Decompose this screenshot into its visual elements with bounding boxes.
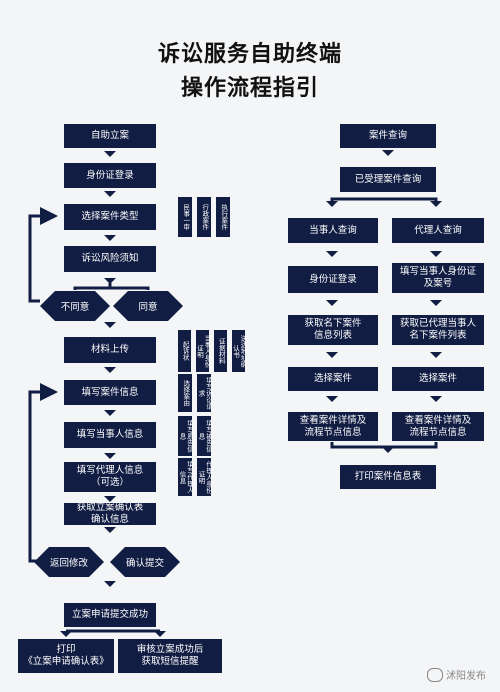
case-type-item: 行政案件 <box>197 197 211 237</box>
view-detail-left-line2: 流程节点信息 <box>304 426 362 438</box>
filed-query-box: 已受理案件查询 <box>340 167 436 192</box>
disagree-label: 不同意 <box>60 302 90 313</box>
view-detail-right-box: 查看案件详情及 流程节点信息 <box>392 412 484 441</box>
party-case-list-line2: 信息列表 <box>313 330 352 341</box>
self-filing-box: 自助立案 <box>64 124 156 148</box>
agent-case-list-line1: 获取已代理当事人 <box>399 318 476 329</box>
view-detail-right-line1: 查看案件详情及 <box>404 414 472 426</box>
select-case-type-box: 选择案件类型 <box>64 204 156 230</box>
disagree-diamond: 不同意 <box>40 291 110 321</box>
view-detail-right-line2: 流程节点信息 <box>409 426 467 438</box>
watermark-text: 沭阳发布 <box>446 671 486 682</box>
select-case-left-box: 选择案件 <box>288 367 378 391</box>
sms-reminder-box: 审核立案成功后 获取短信提醒 <box>118 639 222 673</box>
back-modify-label: 返回修改 <box>49 558 88 569</box>
print-line2: 《立案申请确认表》 <box>23 656 109 667</box>
fill-party-id-line1: 填写当事人身份证 <box>399 266 476 277</box>
get-confirm-line1: 获取立案确认表 <box>76 502 144 513</box>
watermark: 沭阳发布 <box>427 667 486 682</box>
page-subtitle: 操作流程指引 <box>180 76 319 101</box>
case-type-item: 民事一审 <box>178 197 192 237</box>
agent-case-list-line2: 名下案件列表 <box>409 330 467 341</box>
fill-party-box: 填写当事人信息 <box>64 422 156 448</box>
page-title: 诉讼服务自助终端 <box>157 42 342 67</box>
party-case-list-box: 获取名下案件 信息列表 <box>288 315 378 345</box>
back-modify-diamond: 返回修改 <box>34 547 104 577</box>
fill-agent-label: 填写代理人信息 <box>76 465 144 476</box>
upload-item: 起诉状 <box>178 330 191 372</box>
confirm-submit-label: 确认提交 <box>125 558 164 569</box>
agree-diamond: 同意 <box>113 291 183 321</box>
fill-party-id-box: 填写当事人身份证 及案号 <box>392 263 484 293</box>
confirm-submit-diamond: 确认提交 <box>110 547 180 577</box>
agent-case-list-box: 获取已代理当事人 名下案件列表 <box>392 315 484 345</box>
upload-item: 证据材料 <box>214 330 227 372</box>
case-type-item: 执行案件 <box>216 197 230 237</box>
print-line1: 打印 <box>56 644 76 655</box>
fill-case-box: 填写案件信息 <box>64 380 156 405</box>
case-query-box: 案件查询 <box>340 124 436 148</box>
select-case-right-box: 选择案件 <box>392 367 484 391</box>
upload-box: 材料上传 <box>64 337 156 363</box>
view-detail-left-box: 查看案件详情及 流程节点信息 <box>288 412 378 441</box>
fill-party-id-line2: 及案号 <box>423 278 453 289</box>
view-detail-left-line1: 查看案件详情及 <box>299 414 367 426</box>
party-query-box: 当事人查询 <box>288 218 378 243</box>
print-case-info-box: 打印案件信息表 <box>340 465 436 489</box>
upload-item: 当事人身份证明 <box>196 330 211 372</box>
get-confirm-line2: 确认信息 <box>90 514 129 525</box>
case-info-item: 填写诉讼请求 <box>197 374 213 412</box>
party-case-list-line1: 获取名下案件 <box>304 318 362 329</box>
upload-item: 送达地址确认书 <box>232 330 247 372</box>
case-info-item: 选择案由 <box>178 374 192 412</box>
party-info-item: 填写被告信息 <box>197 416 213 456</box>
fill-agent-optional: （可选） <box>90 477 129 488</box>
right-id-login-box: 身份证登录 <box>288 266 378 293</box>
fill-agent-box: 填写代理人信息 （可选） <box>64 462 156 492</box>
agent-query-box: 代理人查询 <box>392 218 484 243</box>
print-confirm-box: 打印 《立案申请确认表》 <box>18 639 114 673</box>
agent-info-item: 填写代理人信息 <box>178 458 194 496</box>
agent-info-item: 代理人身份证明 <box>197 458 213 496</box>
wechat-icon <box>427 667 443 682</box>
party-info-item: 填写原告信息 <box>178 416 194 456</box>
risk-notice-box: 诉讼风险须知 <box>64 246 156 272</box>
get-confirm-box: 获取立案确认表 确认信息 <box>64 502 156 525</box>
submit-success-box: 立案申请提交成功 <box>64 603 156 627</box>
sms-line1: 审核立案成功后 <box>136 644 204 655</box>
id-login-box: 身份证登录 <box>64 163 156 188</box>
agree-label: 同意 <box>138 302 158 313</box>
sms-line2: 获取短信提醒 <box>141 656 199 667</box>
